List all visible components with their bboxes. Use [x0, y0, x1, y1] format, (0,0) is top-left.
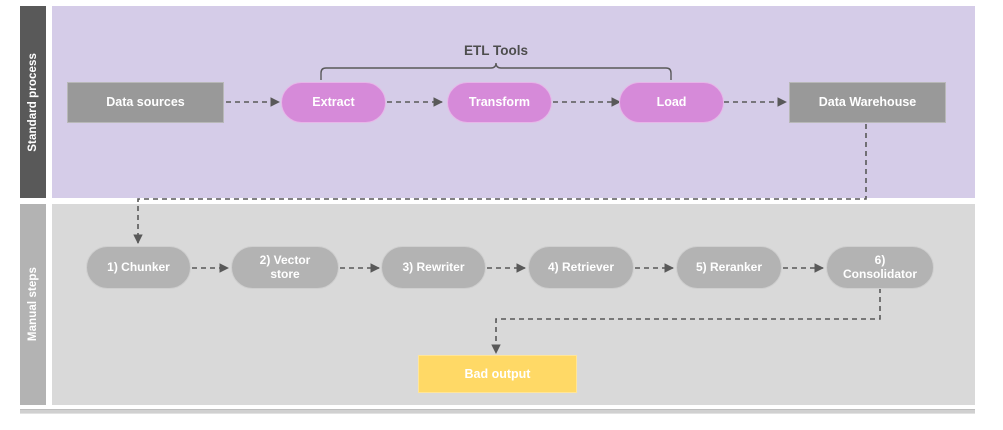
swimlane-header-standard-process: Standard process: [20, 6, 46, 198]
node-label-reranker: 5) Reranker: [695, 259, 763, 274]
node-chunker[interactable]: 1) Chunker: [86, 246, 191, 289]
node-label-load: Load: [656, 95, 687, 110]
bottom-divider: [20, 409, 975, 414]
node-data-sources[interactable]: Data sources: [67, 82, 224, 123]
node-label-bad-output: Bad output: [464, 366, 531, 381]
node-label-data-warehouse: Data Warehouse: [818, 95, 917, 110]
node-bad-output[interactable]: Bad output: [418, 355, 577, 393]
node-rewriter[interactable]: 3) Rewriter: [381, 246, 486, 289]
node-label-transform: Transform: [468, 95, 531, 110]
node-extract[interactable]: Extract: [281, 82, 386, 123]
node-label-data-sources: Data sources: [106, 95, 185, 110]
node-label-chunker: 1) Chunker: [107, 259, 170, 274]
swimlane-header-manual-steps: Manual steps: [20, 204, 46, 405]
node-label-retriever: 4) Retriever: [547, 259, 615, 274]
node-label-vector-store: 2) Vector store: [259, 252, 311, 281]
node-label-consolidator: 6) Consolidator: [843, 252, 917, 281]
swimlane-label-standard-process: Standard process: [27, 52, 39, 152]
node-label-extract: Extract: [312, 95, 355, 110]
node-consolidator[interactable]: 6) Consolidator: [826, 246, 934, 289]
node-retriever[interactable]: 4) Retriever: [528, 246, 634, 289]
node-data-warehouse[interactable]: Data Warehouse: [789, 82, 946, 123]
node-reranker[interactable]: 5) Reranker: [676, 246, 782, 289]
node-transform[interactable]: Transform: [447, 82, 552, 123]
etl-tools-group-label: ETL Tools: [464, 43, 528, 58]
node-vector-store[interactable]: 2) Vector store: [231, 246, 339, 289]
node-load[interactable]: Load: [619, 82, 724, 123]
node-label-rewriter: 3) Rewriter: [402, 259, 465, 274]
swimlane-label-manual-steps: Manual steps: [27, 267, 39, 342]
